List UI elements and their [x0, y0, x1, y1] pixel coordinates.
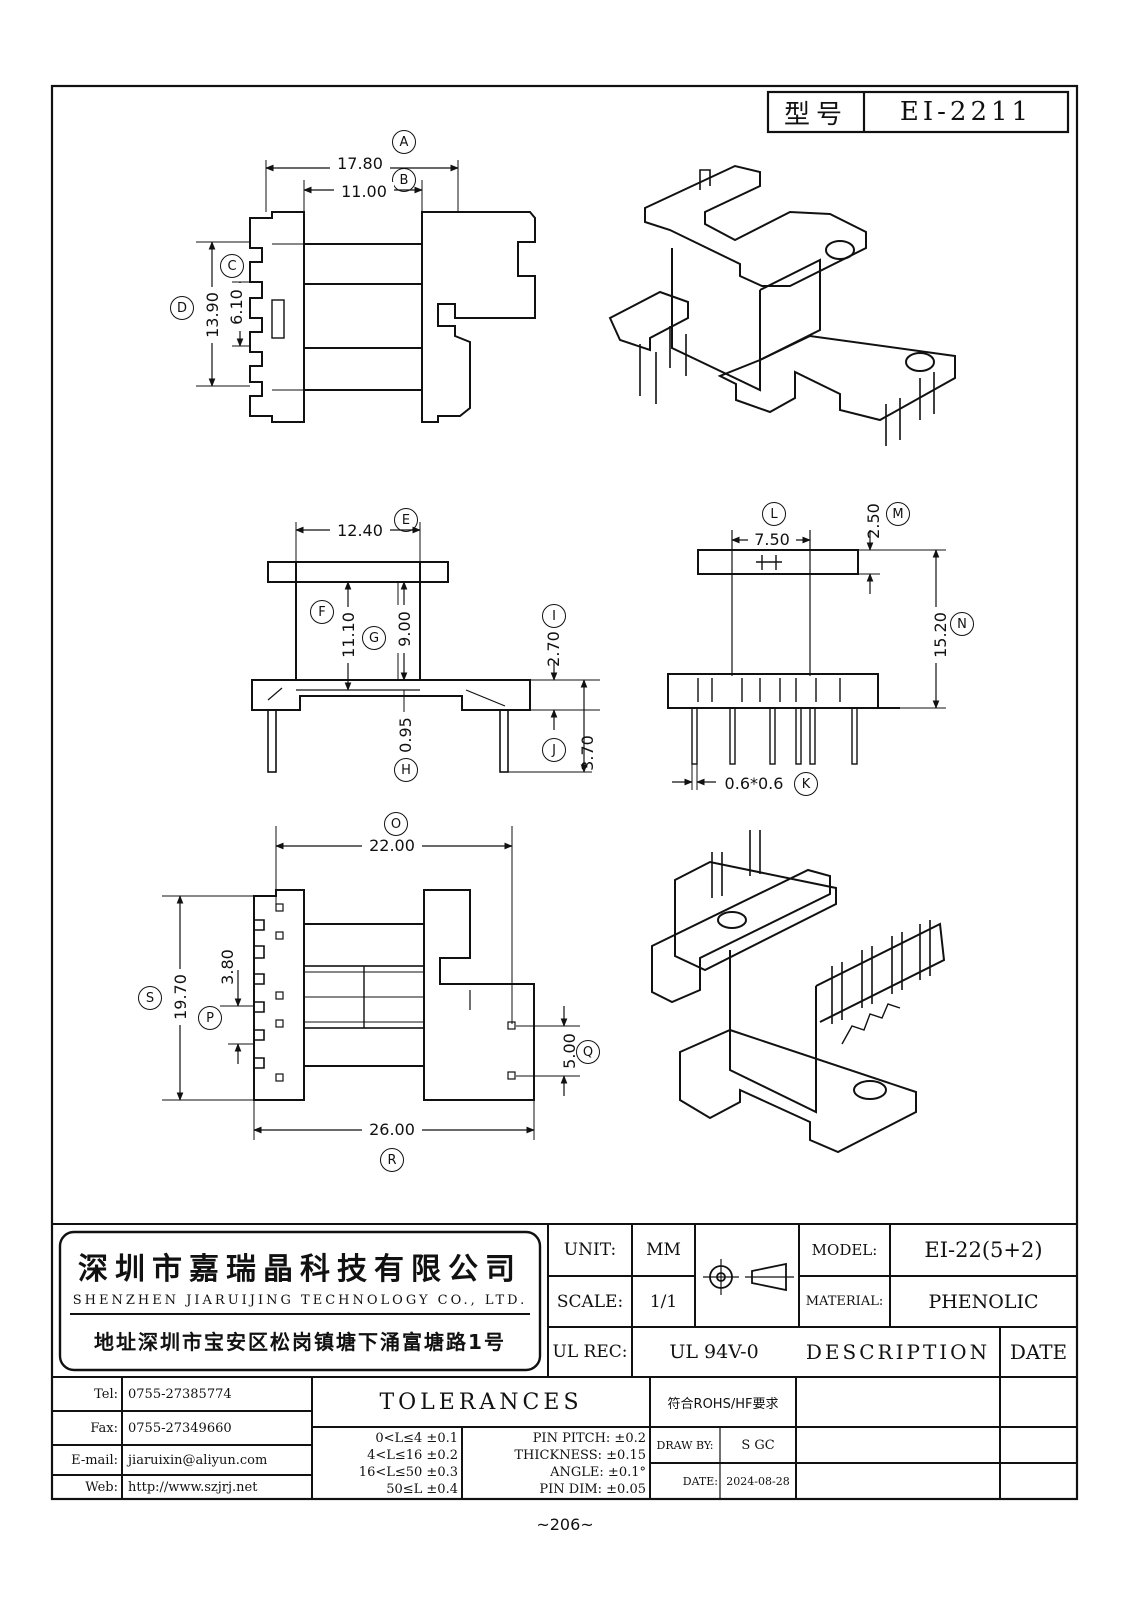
dim-value-I: 2.70 [543, 631, 563, 667]
model-value-header: EI-2211 [899, 97, 1033, 127]
model-box [766, 90, 1070, 134]
dim-letter-N: N [950, 612, 974, 636]
model-label-cn: 型号 [783, 99, 848, 130]
dim-value-H: 0.95 [396, 712, 415, 758]
company-box [58, 1230, 542, 1372]
dim-letter-S: S [138, 986, 162, 1010]
unit-label: UNIT: [563, 1240, 617, 1260]
company-name-en: SHENZHEN JIARUIJING TECHNOLOGY CO., LTD. [72, 1292, 528, 1308]
side-view [667, 530, 946, 790]
dim-letter-B: B [392, 168, 416, 192]
company-address: 地址深圳市宝安区松岗镇塘下涌富塘路1号 [94, 1329, 506, 1354]
iso-view-bottom [651, 830, 946, 1154]
tolerance-range-1: 0<L≤4 ±0.1 [375, 1431, 458, 1446]
dim-letter-P: P [198, 1006, 222, 1030]
dim-value-D: 13.90 [203, 287, 222, 343]
bottom-view [162, 826, 580, 1140]
dim-value-Q: 5.00 [559, 1033, 579, 1069]
dim-value-N: 15.20 [931, 607, 950, 663]
email-value[interactable]: jiaruixin@aliyun.com [128, 1452, 268, 1468]
draw-by-label: DRAW BY: [656, 1438, 714, 1452]
page-number: ~206~ [536, 1514, 594, 1534]
dim-value-A: 17.80 [330, 154, 390, 173]
model-value: EI-22(5+2) [924, 1238, 1043, 1262]
material-value: PHENOLIC [928, 1290, 1039, 1313]
rohs-note: 符合ROHS/HF要求 [667, 1396, 779, 1412]
dim-value-L: 7.50 [748, 530, 796, 549]
ul-rec-value: UL 94V-0 [669, 1341, 759, 1363]
company-name-cn: 深圳市嘉瑞晶科技有限公司 [78, 1252, 522, 1287]
iso-view-top [608, 164, 956, 446]
tolerance-range-2: 4<L≤16 ±0.2 [367, 1448, 458, 1463]
dim-letter-R: R [380, 1148, 404, 1172]
dim-value-B: 11.00 [334, 182, 394, 201]
tolerance-pins: PIN PITCH: ±0.2 THICKNESS: ±0.15 ANGLE: … [466, 1430, 646, 1498]
dim-value-P: 3.80 [217, 949, 237, 985]
web-label: Web: [85, 1479, 118, 1495]
dim-letter-D: D [170, 296, 194, 320]
date-header: DATE [1009, 1340, 1068, 1364]
dim-letter-H: H [394, 758, 418, 782]
dim-letter-A: A [392, 130, 416, 154]
tolerance-angle: ANGLE: ±0.1° [550, 1465, 646, 1480]
outer-border [50, 84, 1079, 1501]
scale-value: 1/1 [649, 1291, 678, 1312]
dim-letter-J: J [542, 738, 566, 762]
dim-value-C: 6.10 [227, 283, 246, 331]
description-header: DESCRIPTION [805, 1340, 991, 1364]
tolerances-title: TOLERANCES [379, 1389, 583, 1415]
tolerance-range-4: 50≤L ±0.4 [386, 1482, 458, 1497]
material-label: MATERIAL: [805, 1294, 884, 1309]
draw-by-value: S GC [741, 1437, 775, 1453]
web-value[interactable]: http://www.szjrj.net [128, 1479, 258, 1495]
tolerance-range-3: 16<L≤50 ±0.3 [358, 1465, 458, 1480]
scale-label: SCALE: [556, 1291, 624, 1312]
dim-value-K: 0.6*0.6 [724, 773, 784, 793]
title-block-grid [52, 1223, 1077, 1499]
dim-letter-L: L [762, 502, 786, 526]
tolerance-thickness: THICKNESS: ±0.15 [514, 1448, 646, 1463]
dim-value-F: 11.10 [339, 607, 358, 663]
tolerance-pin-pitch: PIN PITCH: ±0.2 [532, 1431, 646, 1446]
dim-letter-F: F [310, 600, 334, 624]
email-label: E-mail: [71, 1452, 118, 1468]
dim-letter-I: I [542, 604, 566, 628]
dim-value-E: 12.40 [330, 521, 390, 540]
fax-value: 0755-27349660 [128, 1420, 232, 1436]
date-value: 2024-08-28 [726, 1474, 790, 1488]
dim-letter-K: K [794, 772, 818, 796]
dim-value-G: 9.00 [395, 605, 414, 653]
dim-letter-Q: Q [576, 1040, 600, 1064]
dim-letter-G: G [362, 626, 386, 650]
tolerance-ranges: 0<L≤4 ±0.1 4<L≤16 ±0.2 16<L≤50 ±0.3 50≤L… [316, 1430, 458, 1498]
tel-value: 0755-27385774 [128, 1386, 232, 1402]
projection-symbol [703, 1259, 794, 1295]
dim-value-S: 19.70 [171, 969, 190, 1025]
dim-letter-E: E [394, 508, 418, 532]
unit-value: MM [646, 1240, 681, 1260]
dim-value-R: 26.00 [362, 1120, 422, 1139]
dim-value-O: 22.00 [362, 836, 422, 855]
dim-letter-C: C [220, 254, 244, 278]
front-view [251, 522, 600, 773]
dim-letter-O: O [384, 812, 408, 836]
dim-letter-M: M [886, 502, 910, 526]
model-label: MODEL: [811, 1241, 878, 1259]
tel-label: Tel: [94, 1386, 118, 1402]
date-label: DATE: [682, 1474, 718, 1488]
ul-rec-label: UL REC: [552, 1342, 628, 1362]
fax-label: Fax: [90, 1420, 118, 1436]
dim-value-J: 3.70 [577, 735, 597, 771]
tolerance-pin-dim: PIN DIM: ±0.05 [539, 1482, 646, 1497]
dim-value-M: 2.50 [863, 503, 883, 539]
